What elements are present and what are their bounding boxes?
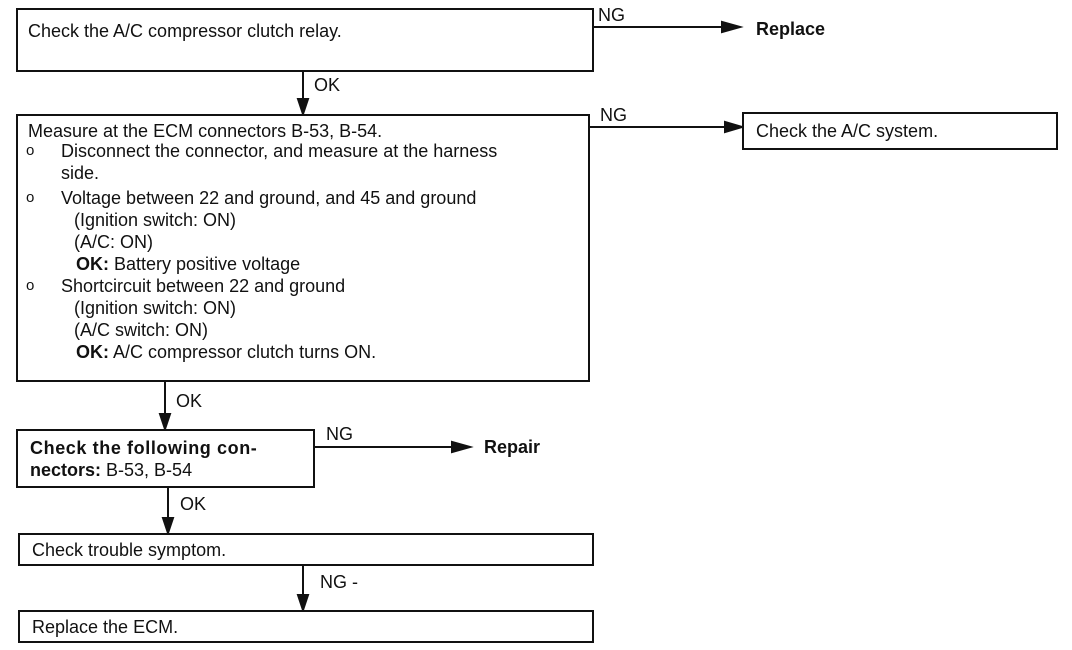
step3-ng-result: Repair	[484, 437, 541, 457]
step2-box: Measure at the ECM connectors B-53, B-54…	[16, 114, 590, 382]
step2-bullet-2: o Voltage between 22 and ground, and 45 …	[16, 187, 590, 275]
step2-bullet-3: o Shortcircuit between 22 and ground (Ig…	[16, 275, 590, 363]
step2-ok-arrowhead	[158, 413, 172, 433]
step2-ok-label: OK	[176, 391, 203, 411]
bullet-glyph: o	[26, 277, 35, 294]
bullet3-line1: Shortcircuit between 22 and ground	[61, 276, 346, 296]
bullet-glyph: o	[26, 189, 35, 206]
bullet2-ok-value: Battery positive voltage	[114, 254, 301, 274]
step1-ok-arrowhead	[296, 98, 310, 118]
bullet2-cond2: (A/C: ON)	[74, 232, 153, 252]
step2-bullet-1: o Disconnect the connector, and measure …	[16, 140, 590, 184]
step3-ok-label: OK	[180, 494, 207, 514]
step1-ng-arrowhead	[721, 20, 744, 34]
step3-line2-rest: B-53, B-54	[106, 460, 193, 480]
step4-ng-arrowhead	[296, 594, 310, 614]
step4-ng-label: NG -	[320, 572, 358, 592]
bullet1-line2: side.	[61, 163, 100, 183]
bullet3-cond1: (Ignition switch: ON)	[74, 298, 237, 318]
step5-text: Replace the ECM.	[32, 617, 179, 637]
bullet3-ok-value: A/C compressor clutch turns ON.	[113, 342, 377, 362]
step2-ng-arrowhead	[724, 120, 746, 134]
step2-bullets: o Disconnect the connector, and measure …	[16, 140, 590, 363]
step3-ng-label: NG	[326, 424, 353, 444]
step2-ng-label: NG	[600, 105, 627, 125]
step2-ng-result: Check the A/C system.	[756, 121, 939, 141]
bullet2-cond1: (Ignition switch: ON)	[74, 210, 237, 230]
bullet1-line1: Disconnect the connector, and measure at…	[61, 141, 498, 161]
bullet2-ok-key: OK:	[76, 254, 109, 274]
step3-ok-arrowhead	[161, 517, 175, 537]
step4-text: Check trouble symptom.	[32, 540, 227, 560]
step5-box: Replace the ECM.	[18, 610, 594, 643]
step2-ng-result-box: Check the A/C system.	[742, 112, 1058, 150]
step1-ng-result: Replace	[756, 19, 826, 39]
step1-ng-label: NG	[598, 5, 625, 25]
step3-line2: nectors: B-53, B-54	[30, 459, 313, 481]
step3-line2-bold: nectors:	[30, 460, 102, 480]
step2-heading: Measure at the ECM connectors B-53, B-54…	[28, 121, 383, 141]
step4-box: Check trouble symptom.	[18, 533, 594, 566]
step1-box: Check the A/C compressor clutch relay.	[16, 8, 594, 72]
step1-ok-label: OK	[314, 75, 341, 95]
bullet-glyph: o	[26, 142, 35, 159]
bullet3-ok: OK: A/C compressor clutch turns ON.	[16, 341, 590, 363]
step1-text: Check the A/C compressor clutch relay.	[28, 21, 342, 41]
bullet3-ok-key: OK:	[76, 342, 109, 362]
step3-box: Check the following con- nectors: B-53, …	[16, 429, 315, 488]
bullet3-cond2: (A/C switch: ON)	[74, 320, 209, 340]
step3-ng-arrowhead	[451, 440, 474, 454]
bullet2-line1: Voltage between 22 and ground, and 45 an…	[61, 188, 477, 208]
bullet2-ok: OK: Battery positive voltage	[16, 253, 590, 275]
step3-line1: Check the following con-	[30, 438, 258, 458]
